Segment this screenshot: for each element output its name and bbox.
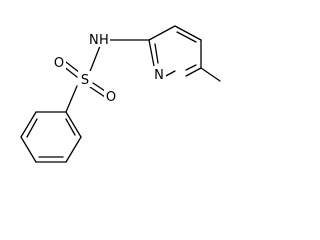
bond-c2-c3 [148, 25, 176, 41]
atom-label-h-amide: H [99, 33, 109, 48]
bond-s-nh [88, 45, 101, 75]
atom-label-sulfur: S [81, 73, 89, 88]
pyridine-ring [148, 25, 221, 82]
bond-ph-2-3 [65, 136, 82, 163]
double-bond-n1-c2 [154, 43, 159, 64]
atom-n-pyridine: N [152, 66, 166, 83]
atom-label-oxygen-lower: O [106, 90, 116, 105]
bond-s-o-lower-double [89, 86, 106, 98]
bond-ph-4-5 [20, 136, 37, 163]
atom-o-upper: O [52, 54, 66, 71]
chemical-structure: N H S O O N [20, 25, 221, 163]
bond-ph-1-2 [65, 111, 82, 138]
bond-c5-c6 [185, 67, 202, 77]
atom-label-nitrogen-pyridine: N [154, 68, 164, 83]
bond-n1-c2 [148, 39, 155, 67]
bond-s-o-upper [65, 61, 81, 74]
phenyl-ring [20, 111, 82, 163]
atom-s: S [78, 71, 92, 88]
double-bond-c5-c6 [185, 64, 197, 71]
atom-nh: N H [88, 31, 110, 48]
double-bond-ph-1-2 [65, 118, 76, 136]
double-bond-ph-5-6 [26, 118, 38, 138]
atom-label-n-amide: N [89, 33, 99, 48]
bond-methyl [200, 67, 221, 82]
bond-c3-c4 [174, 25, 202, 41]
bond-s-c1 [65, 85, 78, 113]
atom-label-oxygen-upper: O [54, 56, 64, 71]
atom-o-lower: O [104, 88, 118, 105]
bond-ph-5-6 [20, 111, 37, 138]
double-bond-c3-c4 [176, 31, 197, 43]
